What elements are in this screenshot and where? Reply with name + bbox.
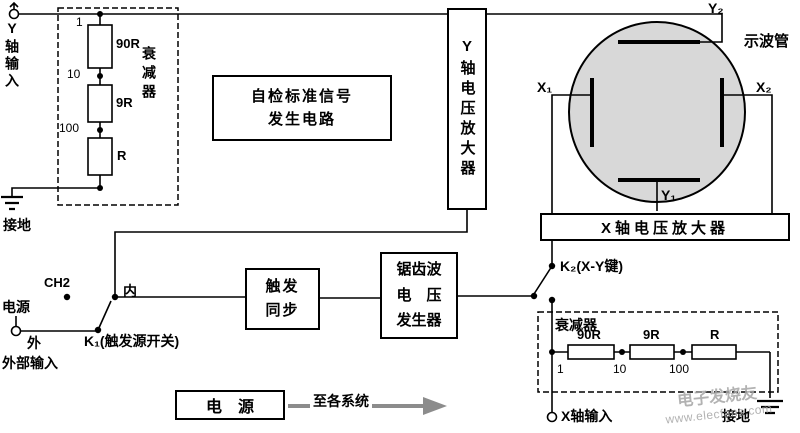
x-amplifier-label: X轴电压放大器 — [600, 219, 729, 237]
resistor-r-right — [691, 344, 737, 360]
left-resistor-90r-label: 90R — [116, 36, 140, 51]
y-amplifier-label: Y轴电压放大器 — [458, 38, 476, 180]
k1-pivot-dot — [94, 326, 102, 334]
selfcheck-line2: 发生电路 — [267, 111, 336, 128]
sawtooth-line3: 发生器 — [396, 312, 442, 330]
power-source-label: 电源 — [2, 299, 30, 315]
resistor-r-left — [87, 137, 113, 176]
y-input-label: Y轴输入 — [4, 20, 20, 90]
resistor-9r-right — [629, 344, 675, 360]
k2-switch-arm — [533, 265, 553, 295]
k1-switch-arm — [97, 300, 112, 331]
x-input-terminal — [546, 411, 558, 423]
tap100-junction-right — [680, 349, 686, 355]
y-amplifier-box: Y轴电压放大器 — [447, 8, 487, 210]
wire-chain-to-ground-left — [11, 187, 100, 196]
ch2-label: CH2 — [44, 275, 71, 290]
y-input-terminal — [8, 8, 20, 20]
sawtooth-generator-box: 锯齿波 电 压 发生器 — [380, 252, 458, 339]
x-input-label: X轴输入 — [561, 408, 613, 424]
ext-input-label: 外部输入 — [2, 355, 58, 371]
crt-tube — [568, 21, 746, 203]
right-attenuator-box — [537, 311, 779, 393]
plate-x1-label: X₁ — [537, 79, 553, 95]
sawtooth-line1: 锯齿波 — [396, 261, 442, 279]
power-supply-box: 电 源 — [175, 390, 285, 420]
plate-y1-label: Y₁ — [661, 187, 677, 203]
internal-contact-dot — [111, 293, 119, 301]
left-tap10-label: 10 — [67, 67, 81, 81]
right-attenuator-label: 衰减器 — [555, 317, 597, 333]
external-trigger-label: 外 — [27, 335, 41, 351]
k1-switch-label: K₁(触发源开关) — [84, 333, 180, 349]
k2-top-contact-dot — [548, 262, 556, 270]
wire-internal-trigger — [114, 210, 468, 297]
ch2-contact-dot — [63, 293, 71, 301]
left-resistor-r-label: R — [117, 148, 127, 163]
left-resistor-9r-label: 9R — [116, 95, 133, 110]
resistor-90r-right — [567, 344, 615, 360]
trigger-line2: 同步 — [265, 302, 300, 319]
k2-sawtooth-contact-dot — [530, 292, 538, 300]
trigger-line1: 触发 — [265, 278, 300, 295]
left-attenuator-label: 衰减器 — [141, 46, 157, 103]
selfcheck-box: 自检标准信号 发生电路 — [212, 75, 392, 141]
plate-x2-label: X₂ — [756, 79, 772, 95]
to-systems-arrow-head — [423, 397, 447, 415]
wire-x2-lead — [722, 94, 773, 213]
wire-yamp-to-y2-plate — [487, 13, 723, 43]
right-tap10-label: 10 — [613, 362, 627, 376]
k2-switch-label: K₂(X-Y键) — [560, 258, 623, 274]
left-tap100-label: 100 — [59, 121, 80, 135]
tap1-junction-right — [549, 349, 555, 355]
tap10-junction-right — [619, 349, 625, 355]
power-supply-label: 电 源 — [205, 399, 254, 416]
chain-bottom-junction-left — [97, 185, 103, 191]
x-amplifier-box: X轴电压放大器 — [540, 213, 790, 241]
to-systems-label: 至各系统 — [310, 391, 372, 411]
right-tap1-label: 1 — [557, 362, 564, 376]
k2-bottom-contact-dot — [548, 296, 556, 304]
ground-symbol-right — [757, 399, 783, 415]
tap10-junction-left — [97, 73, 103, 79]
right-resistor-90r-label: 90R — [577, 327, 601, 342]
resistor-90r-left — [87, 24, 113, 69]
right-tap100-label: 100 — [669, 362, 690, 376]
trigger-sync-box: 触发 同步 — [245, 268, 320, 330]
tap1-junction-left — [97, 11, 103, 17]
plate-y2-label: Y₂ — [708, 0, 724, 16]
internal-trigger-label: 内 — [123, 283, 137, 299]
ground-left-label: 接地 — [3, 217, 31, 233]
right-resistor-9r-label: 9R — [643, 327, 660, 342]
wire-x1-lead — [551, 94, 592, 213]
tap100-junction-left — [97, 127, 103, 133]
ground-symbol-left — [1, 195, 23, 211]
sawtooth-line2: 电 压 — [396, 286, 442, 304]
selfcheck-line1: 自检标准信号 — [250, 87, 353, 105]
resistor-9r-left — [87, 84, 113, 123]
left-attenuator-box — [57, 7, 179, 206]
ext-input-terminal — [10, 325, 22, 337]
ground-right-label: 接地 — [722, 408, 750, 424]
right-resistor-r-label: R — [710, 327, 720, 342]
crt-label: 示波管 — [744, 33, 790, 50]
left-tap1-label: 1 — [76, 15, 83, 29]
